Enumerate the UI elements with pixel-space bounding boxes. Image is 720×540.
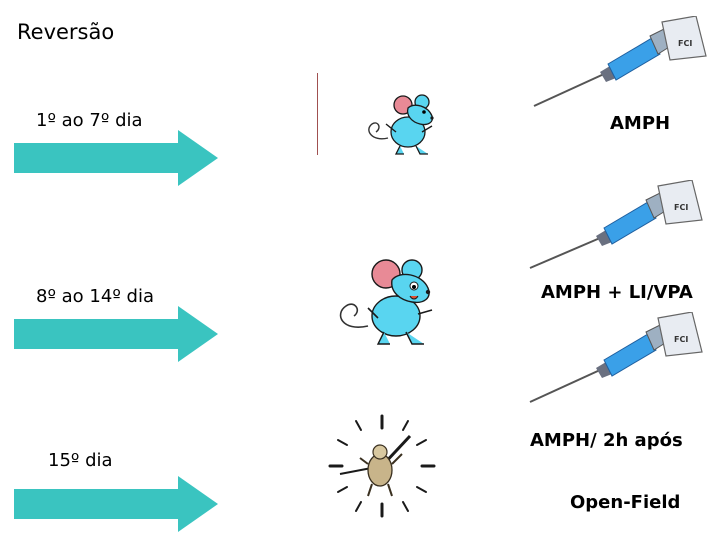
arrow-3 <box>14 476 218 532</box>
period-label-1: 1º ao 7º dia <box>36 110 143 131</box>
syringe-label-1: FCI <box>678 39 692 48</box>
treatment-label-1: AMPH <box>610 113 670 134</box>
syringe-icon-1: FCI <box>530 16 710 112</box>
syringe-label-2: FCI <box>674 203 688 212</box>
treatment-note-3: Open-Field <box>570 492 680 513</box>
syringe-icon-2: FCI <box>526 180 706 276</box>
arrow-1 <box>14 130 218 186</box>
clock-icon <box>322 408 442 524</box>
arrow-2 <box>14 306 218 362</box>
mouse-icon-small <box>358 88 444 160</box>
treatment-label-2: AMPH + LI/VPA <box>541 282 693 303</box>
treatment-label-3: AMPH/ 2h após <box>530 430 683 451</box>
slide-title: Reversão <box>17 20 114 44</box>
syringe-icon-3: FCI <box>526 312 706 408</box>
divider-line <box>317 73 318 155</box>
syringe-label-3: FCI <box>674 335 688 344</box>
period-label-2: 8º ao 14º dia <box>36 286 154 307</box>
period-label-3: 15º dia <box>48 450 113 471</box>
mouse-icon-large <box>328 252 440 352</box>
